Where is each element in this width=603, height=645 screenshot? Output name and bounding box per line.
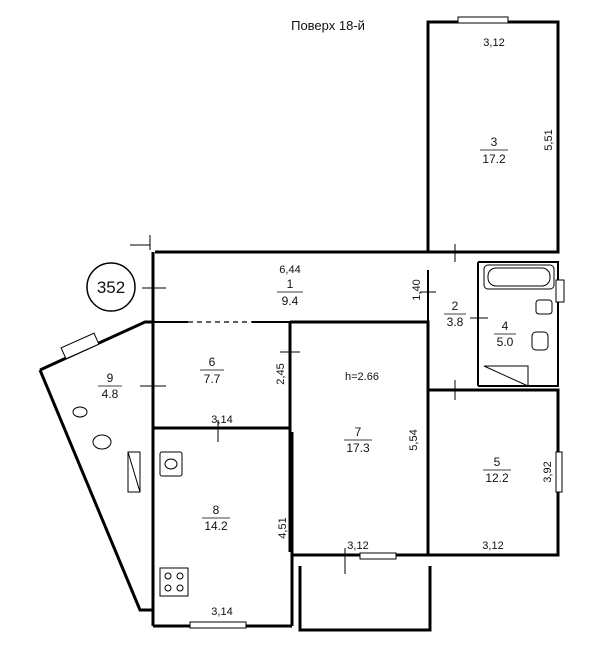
dim-room-7-height: 5,54 bbox=[408, 429, 420, 450]
room-7-area: 17.3 bbox=[346, 441, 370, 455]
loggia-washbasin-icon bbox=[72, 406, 88, 418]
toilet-icon bbox=[531, 331, 549, 351]
loggia-toilet-icon bbox=[92, 434, 112, 450]
dim-room-1-width: 6,44 bbox=[279, 264, 300, 276]
room-8-area: 14.2 bbox=[204, 519, 228, 533]
window-bath-4 bbox=[555, 279, 565, 303]
wall-stub-top-left bbox=[130, 235, 151, 250]
room-2-number: 2 bbox=[452, 299, 459, 313]
room-2-area: 3.8 bbox=[447, 315, 464, 329]
dim-room-5-height: 3,92 bbox=[542, 461, 554, 482]
unit-badge-circle bbox=[86, 262, 136, 312]
window-room-8 bbox=[189, 621, 247, 629]
room-5-area: 12.2 bbox=[485, 471, 509, 485]
bathtub-inner-icon bbox=[487, 267, 551, 287]
wall-room-3 bbox=[426, 20, 560, 254]
dim-room-7-width: 3,12 bbox=[347, 540, 368, 552]
room-labels: 1 9.4 2 3.8 3 17.2 4 5.0 5 12.2 6 7.7 bbox=[98, 135, 516, 533]
doors bbox=[140, 244, 488, 574]
dim-room-5-width: 3,12 bbox=[482, 540, 503, 552]
room-4-area: 5.0 bbox=[497, 335, 514, 349]
window-room-5 bbox=[555, 451, 563, 493]
dim-room-8-height: 4,51 bbox=[277, 517, 289, 538]
wall-bath-4 bbox=[478, 261, 559, 387]
room-label-3: 3 17.2 bbox=[480, 135, 508, 166]
room-label-5: 5 12.2 bbox=[483, 455, 511, 485]
room-6-number: 6 bbox=[209, 355, 216, 369]
window-room-7 bbox=[359, 552, 397, 560]
window-loggia bbox=[60, 332, 100, 360]
dim-room-8-width-top: 3,14 bbox=[211, 414, 232, 426]
shower-tray-icon bbox=[483, 365, 529, 387]
room-8-number: 8 bbox=[213, 503, 220, 517]
wall-balcony bbox=[298, 566, 432, 632]
outer-walls bbox=[38, 20, 560, 632]
window-room-3 bbox=[457, 16, 509, 24]
dim-room-1-height: 1,40 bbox=[411, 279, 423, 300]
room-label-6: 6 7.7 bbox=[200, 355, 224, 386]
wall-loggia-9 bbox=[38, 320, 153, 612]
room-label-4: 4 5.0 bbox=[494, 319, 516, 349]
floor-title: Поверх 18-й bbox=[291, 18, 365, 33]
room-label-1: 1 9.4 bbox=[277, 277, 303, 308]
room-1-area: 9.4 bbox=[282, 294, 299, 308]
room-5-number: 5 bbox=[494, 455, 501, 469]
windows bbox=[60, 16, 565, 629]
dimension-labels: 3,12 5,51 6,44 1,40 2,45 3,14 3,14 4,51 … bbox=[211, 37, 555, 618]
unit-badge: 352 bbox=[86, 262, 136, 312]
dim-room-3-width: 3,12 bbox=[483, 37, 504, 49]
room-3-number: 3 bbox=[491, 135, 498, 149]
room-6-area: 7.7 bbox=[204, 372, 221, 386]
stove-icon bbox=[159, 567, 189, 597]
kitchen-sink-icon bbox=[159, 451, 183, 477]
stove-burner-3-icon bbox=[164, 584, 172, 592]
dim-room-6-height: 2,45 bbox=[275, 363, 287, 384]
room-7-number: 7 bbox=[355, 425, 362, 439]
stove-burner-2-icon bbox=[176, 572, 184, 580]
wall-room-5 bbox=[426, 388, 560, 557]
kitchen-sink-bowl-icon bbox=[164, 458, 178, 470]
room-9-number: 9 bbox=[107, 371, 114, 385]
room-label-8: 8 14.2 bbox=[202, 503, 230, 533]
ceiling-height-label: h=2.66 bbox=[345, 371, 379, 383]
room-1-number: 1 bbox=[287, 277, 294, 291]
room-label-2: 2 3.8 bbox=[444, 299, 466, 329]
fixtures bbox=[72, 264, 555, 597]
room-9-area: 4.8 bbox=[102, 387, 119, 401]
dim-room-8-width-bottom: 3,14 bbox=[211, 606, 232, 618]
stove-burner-4-icon bbox=[176, 584, 184, 592]
room-4-number: 4 bbox=[502, 319, 509, 333]
washbasin-icon bbox=[535, 299, 553, 315]
stove-burner-1-icon bbox=[164, 572, 172, 580]
unit-badge-number: 352 bbox=[97, 278, 125, 297]
room-3-area: 17.2 bbox=[482, 152, 506, 166]
dim-room-3-height: 5,51 bbox=[543, 129, 555, 150]
loggia-shelf-icon bbox=[127, 451, 141, 493]
room-label-7: 7 17.3 bbox=[344, 425, 372, 455]
room-label-9: 9 4.8 bbox=[98, 371, 122, 401]
